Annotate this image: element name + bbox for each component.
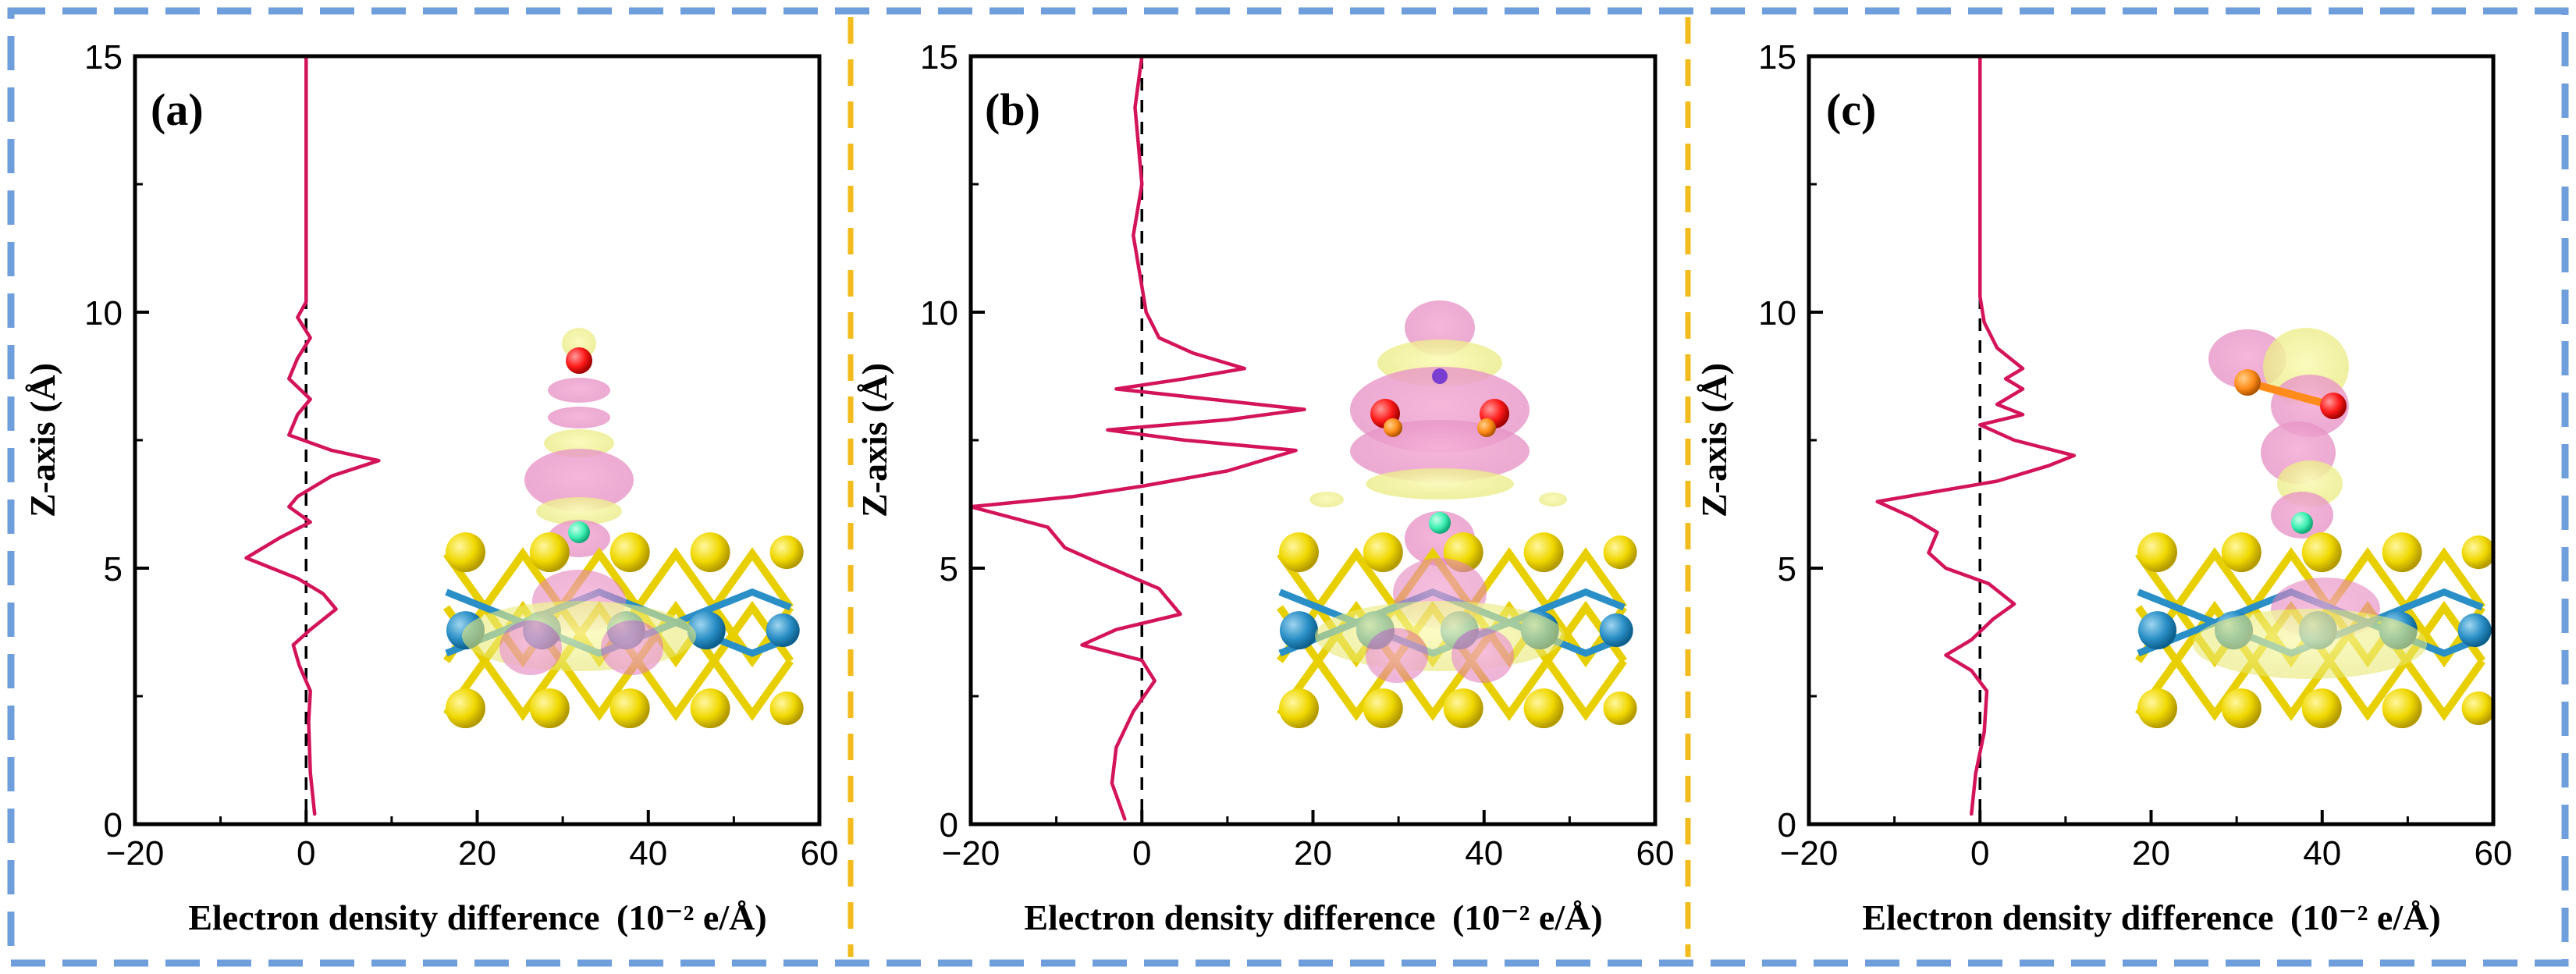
y-tick-label-b-0: 0 [940, 806, 958, 844]
outer-dashed-border [7, 7, 2569, 967]
x-tick-label-b-60: 60 [1636, 834, 1675, 873]
y-tick-label-b-15: 15 [920, 38, 958, 76]
y-tick-label-b-5: 5 [940, 550, 958, 588]
panel-label-a: (a) [151, 84, 204, 135]
x-axis-unit-c: (10⁻² e/Å) [2290, 898, 2441, 937]
x-tick-label-c-40: 40 [2303, 834, 2341, 873]
x-tick-label-c-0: 0 [1970, 834, 1989, 873]
inset-structure-b [1279, 300, 1637, 728]
y-tick-label-b-10: 10 [920, 294, 958, 332]
density-line-b [968, 54, 1306, 821]
x-tick-label-a--20: −20 [106, 834, 165, 873]
y-tick-label-a-10: 10 [84, 294, 123, 332]
x-axis-label-a: Electron density difference (10⁻² e/Å) [188, 898, 766, 937]
y-tick-label-a-5: 5 [104, 550, 123, 588]
x-axis-label-text-c: Electron density difference [1862, 898, 2273, 937]
x-axis-unit-a: (10⁻² e/Å) [616, 898, 767, 937]
figure-frame [7, 7, 2569, 967]
x-tick-label-a-0: 0 [297, 834, 315, 873]
x-tick-label-a-40: 40 [629, 834, 667, 873]
x-tick-label-b-20: 20 [1294, 834, 1332, 873]
plot-frame-a [133, 54, 822, 826]
x-axis-label-c: Electron density difference (10⁻² e/Å) [1862, 898, 2440, 937]
plot-frame-c [1807, 54, 2496, 826]
x-tick-label-b-40: 40 [1465, 834, 1503, 873]
x-tick-label-b-0: 0 [1132, 834, 1151, 873]
y-tick-label-a-0: 0 [104, 806, 123, 844]
plot-frame-b [968, 54, 1658, 826]
y-tick-label-c-5: 5 [1778, 550, 1796, 588]
x-axis-unit-b: (10⁻² e/Å) [1452, 898, 1603, 937]
x-tick-label-c--20: −20 [1780, 834, 1839, 873]
y-tick-label-c-15: 15 [1758, 38, 1796, 76]
x-axis-label-b: Electron density difference (10⁻² e/Å) [1024, 898, 1602, 937]
y-tick-label-c-10: 10 [1758, 294, 1796, 332]
panel-label-b: (b) [985, 84, 1040, 135]
x-tick-label-c-20: 20 [2132, 834, 2170, 873]
density-line-a [244, 54, 381, 816]
x-tick-label-a-20: 20 [458, 834, 496, 873]
y-axis-label-c: Z-axis (Å) [1694, 363, 1734, 517]
y-tick-label-a-15: 15 [84, 38, 123, 76]
panel-label-c: (c) [1826, 84, 1876, 135]
inset-structure-a [446, 328, 804, 728]
y-axis-label-a: Z-axis (Å) [23, 363, 62, 517]
y-tick-label-c-0: 0 [1778, 806, 1796, 844]
x-axis-label-text-b: Electron density difference [1024, 898, 1435, 937]
x-axis-label-text-a: Electron density difference [188, 898, 599, 937]
x-tick-label-a-60: 60 [801, 834, 839, 873]
density-line-c [1875, 54, 2077, 816]
y-axis-label-b: Z-axis (Å) [855, 363, 894, 517]
inset-structure-c [2137, 328, 2496, 728]
x-tick-label-b--20: −20 [942, 834, 1000, 873]
x-tick-label-c-60: 60 [2475, 834, 2513, 873]
